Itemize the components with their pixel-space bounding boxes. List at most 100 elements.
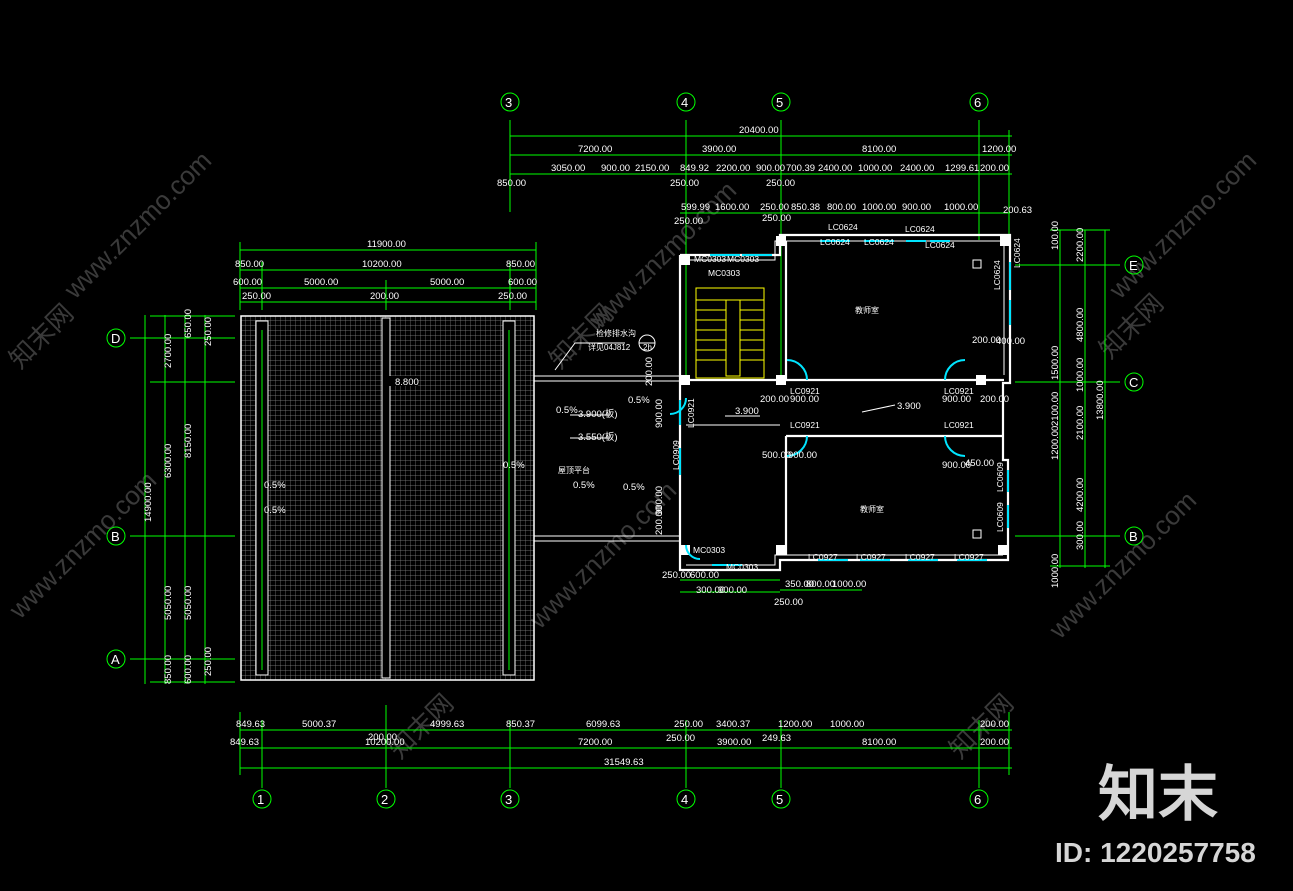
dim-bottom: 10200.00 [365, 737, 405, 748]
dim-terrace: 10200.00 [362, 259, 402, 270]
window-label: LC0609 [995, 462, 1005, 492]
dim-right: 4200.00 [1075, 478, 1086, 512]
window-label: LC0921 [790, 420, 820, 430]
inner-dim: 200.00 [980, 394, 1009, 405]
dim-bottom: 3400.37 [716, 719, 750, 730]
axis-bubble [1124, 526, 1144, 546]
axis-bubble [1124, 372, 1144, 392]
dim-right: 2200.00 [1075, 228, 1086, 262]
inner-dim: 200.00 [972, 335, 1001, 346]
dim-top: 250.00 [760, 202, 789, 213]
axis-bubble [500, 789, 520, 809]
terrace-dimension-chains: 11900.00 850.00 10200.00 850.00 600.00 5… [233, 239, 537, 310]
dim-left-total: 14900.00 [143, 482, 154, 522]
link-bridge: 0.5% 0.5% 0.5% 0.5% 3.900(板) 3.550(板) 屋顶… [534, 328, 680, 542]
window-label: LC0927 [905, 552, 935, 562]
window-label: LC0921 [944, 420, 974, 430]
dim-terrace: 600.00 [508, 277, 537, 288]
dim-top: 200.63 [1003, 205, 1032, 216]
dim-left: 250.00 [203, 647, 214, 676]
dim-top: 1600.00 [715, 202, 749, 213]
dim-terrace: 200.00 [370, 291, 399, 302]
dim-right: 1000.00 [1075, 358, 1086, 392]
inner-dim: 900.00 [790, 394, 819, 405]
dim-left: 8150.00 [183, 424, 194, 458]
dim-left: 600.00 [183, 655, 194, 684]
window-label: LC0624 [820, 237, 850, 247]
dim-terrace: 5000.00 [304, 277, 338, 288]
axis-label: 6 [974, 95, 981, 110]
axis-bubble [771, 789, 791, 809]
slope-label: 0.5% [573, 480, 595, 491]
axis-label: 3 [505, 95, 512, 110]
axis-label: C [1129, 375, 1138, 390]
drain-note: 详见04J812 [588, 342, 631, 352]
door-label: MC0303 [693, 545, 725, 555]
dim-top: 900.00 [756, 163, 785, 174]
dim-terrace: 250.00 [242, 291, 271, 302]
dim-top-total: 20400.00 [739, 125, 779, 136]
dim-top: 3900.00 [702, 144, 736, 155]
door-label: MC0303 [726, 562, 758, 572]
dim-right: 100.00 [1050, 221, 1061, 250]
axis-label: 6 [974, 792, 981, 807]
column [680, 375, 690, 385]
left-dimension-chains: 14900.00 2700.00 6300.00 5050.00 850.00 … [106, 309, 235, 684]
dim-bottom: 3900.00 [717, 737, 751, 748]
dim-bottom: 250.00 [666, 733, 695, 744]
axis-label: B [111, 529, 120, 544]
dim-top: 7200.00 [578, 144, 612, 155]
axis-label: 2 [381, 792, 388, 807]
inner-dim: 900.00 [654, 399, 665, 428]
dim-left: 650.00 [183, 309, 194, 338]
window-label: LC0624 [992, 260, 1002, 290]
slope-label: 0.5% [503, 460, 525, 471]
slope-label: 0.5% [264, 505, 286, 516]
axis-bubble [376, 789, 396, 809]
inner-dim: 500.00 [762, 450, 791, 461]
inner-dim: 900.00 [942, 460, 971, 471]
dim-bottom: 200.00 [368, 732, 397, 743]
door-swing [786, 359, 808, 381]
axis-label: D [111, 331, 120, 346]
inner-dim: 900.00 [942, 394, 971, 405]
dim-right: 1200.00 [1050, 426, 1061, 460]
elevation-label: 3.550(板) [578, 431, 618, 443]
inner-dim: 900.00 [788, 450, 817, 461]
axis-label: 5 [776, 792, 783, 807]
dim-bottom: 200.00 [980, 719, 1009, 730]
window-label: LC0624 [864, 237, 894, 247]
bottom-dimension-chains: 849.63 5000.37 4999.63 850.37 6099.63 25… [230, 705, 1012, 809]
inner-dim: 200.00 [654, 506, 665, 535]
dim-top: 599.99 [681, 202, 710, 213]
column [776, 375, 786, 385]
inner-dim: 900.00 [654, 486, 665, 515]
inner-dim: 450.00 [965, 458, 994, 469]
plan-dim: 350.00 [785, 579, 814, 590]
drain-title: 检修排水沟 [596, 328, 636, 338]
window-label: LC0927 [954, 552, 984, 562]
dim-bottom: 5000.37 [302, 719, 336, 730]
window-label: LC0927 [808, 552, 838, 562]
dim-bottom: 249.63 [762, 733, 791, 744]
axis-label: 3 [505, 792, 512, 807]
inner-dim: 200.00 [644, 357, 655, 386]
door-label: MC0303 [694, 254, 726, 264]
axis-bubble [771, 92, 791, 112]
dim-right: 1500.00 [1050, 346, 1061, 380]
window-label: LC0624 [1012, 238, 1022, 268]
door-label: MC0303 [727, 254, 759, 264]
watermark-text: www.znzmo.com [2, 465, 162, 625]
axis-bubble [1124, 255, 1144, 275]
inner-dim: 400.00 [996, 336, 1025, 347]
axis-label: E [1129, 258, 1138, 273]
plan-dim: 300.00 [696, 585, 725, 596]
axis-bubble [676, 789, 696, 809]
room-south-label: 教师室 [860, 504, 884, 514]
axis-bubble [969, 92, 989, 112]
dim-right: 2100.00 [1075, 406, 1086, 440]
inner-dim: 200.00 [760, 394, 789, 405]
dim-bottom: 849.63 [236, 719, 265, 730]
slope-label: 0.5% [556, 405, 578, 416]
